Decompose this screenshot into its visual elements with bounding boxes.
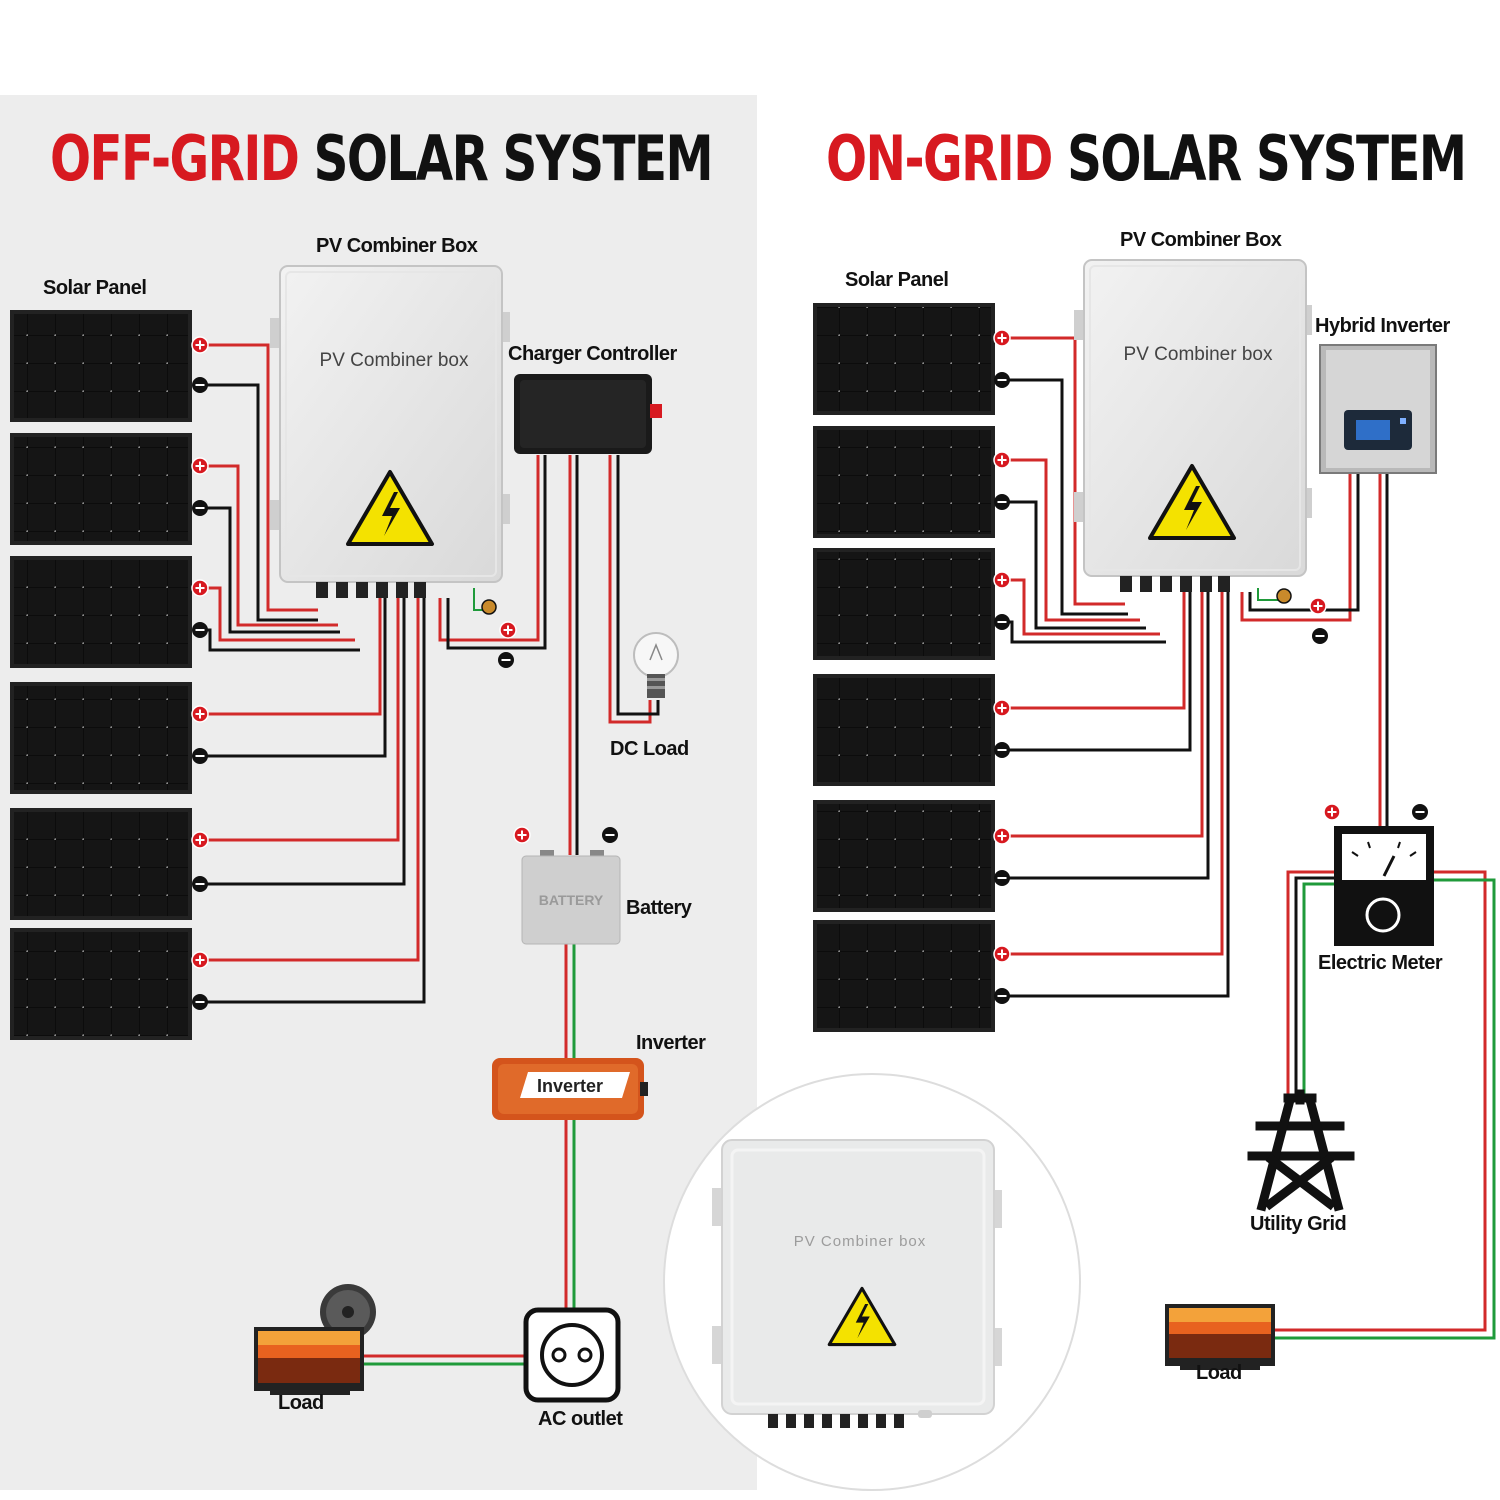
solar-panel-icon [813,548,995,660]
inset-box-face-text: PV Combiner box [794,1233,927,1250]
utility-grid-label: Utility Grid [1250,1213,1347,1235]
on-grid-box-face-text: PV Combiner box [1124,344,1273,365]
solar-panel-icon [10,310,192,422]
battery-label: Battery [626,897,692,919]
tv-icon [254,1327,364,1395]
electric-meter-label: Electric Meter [1318,952,1443,974]
solar-panel-icon [813,800,995,912]
dc-load-label: DC Load [610,738,689,760]
on-grid-title-main: SOLAR SYSTEM [1067,122,1467,195]
product-inset: PV Combiner box [663,1073,1081,1491]
hybrid-inverter-icon [1319,344,1437,474]
on-grid-tv-icon [1165,1304,1275,1370]
off-grid-box-face-text: PV Combiner box [320,350,469,371]
on-grid-load-label: Load [1196,1362,1242,1384]
off-grid-load-label: Load [278,1392,324,1414]
charger-controller-icon [514,374,662,454]
solar-panel-icon [10,808,192,920]
solar-panel-icon [10,433,192,545]
off-grid-title: OFF-GRID SOLAR SYSTEM [50,122,714,195]
solar-panel-icon [813,920,995,1032]
utility-grid-tower-icon [1247,1089,1355,1212]
inverter-label: Inverter [636,1032,706,1054]
off-grid-title-accent: OFF-GRID [50,122,300,195]
battery-icon: BATTERY [521,850,621,945]
fan-icon [320,1284,376,1340]
off-grid-solar-panels [10,310,192,1040]
on-grid-solar-panel-label: Solar Panel [845,269,949,291]
off-grid-combiner-box-icon [270,265,510,598]
charger-controller-label: Charger Controller [508,343,677,365]
inverter-face-text: Inverter [537,1076,603,1096]
light-bulb-icon [633,632,679,698]
on-grid-solar-panels [813,303,995,1032]
on-grid-title: ON-GRID SOLAR SYSTEM [826,122,1467,195]
on-grid-pv-combiner-box-label: PV Combiner Box [1120,229,1282,251]
solar-panel-icon [10,556,192,668]
electric-meter-icon [1334,826,1434,946]
inverter-icon: Inverter [492,1058,648,1120]
battery-face-text: BATTERY [539,892,604,908]
off-grid-title-main: SOLAR SYSTEM [313,122,714,195]
solar-panel-icon [10,682,192,794]
on-grid-title-accent: ON-GRID [826,122,1053,195]
solar-panel-icon [813,674,995,786]
hybrid-inverter-label: Hybrid Inverter [1315,315,1450,337]
ac-outlet-label: AC outlet [538,1408,623,1430]
off-grid-pv-combiner-box-label: PV Combiner Box [316,235,478,257]
solar-panel-icon [10,928,192,1040]
solar-panel-icon [813,303,995,415]
off-grid-solar-panel-label: Solar Panel [43,277,147,299]
on-grid-combiner-box-icon [1074,259,1312,592]
ac-outlet-icon [523,1307,621,1403]
solar-panel-icon [813,426,995,538]
